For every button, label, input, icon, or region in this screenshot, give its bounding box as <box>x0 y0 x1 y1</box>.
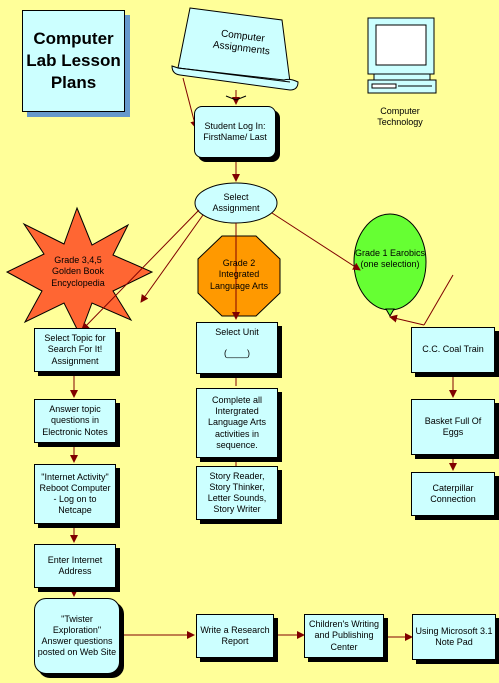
assignments-scroll-shape <box>171 7 299 91</box>
grade1-label[interactable]: Grade 1 Earobics (one selection) <box>354 247 426 269</box>
select-topic-box[interactable]: Select Topic for Search For It! Assignme… <box>34 328 116 372</box>
computer-icon <box>367 17 437 94</box>
student-login-box[interactable]: Student Log In: FirstName/ Last <box>194 106 276 158</box>
select-unit-box[interactable]: Select Unit (____) <box>196 322 278 374</box>
writing-center-box[interactable]: Children's Writing and Publishing Center <box>304 614 384 658</box>
unit-blank-field[interactable]: (____) <box>223 348 250 359</box>
answer-topic-box[interactable]: Answer topic questions in Electronic Not… <box>34 399 116 443</box>
note-pad-box[interactable]: Using Microsoft 3.1 Note Pad <box>412 614 496 660</box>
grade345-label[interactable]: Grade 3,4,5 Golden Book Encyclopedia <box>51 255 105 288</box>
basket-eggs-box[interactable]: Basket Full Of Eggs <box>411 399 495 455</box>
computer-technology-label: Computer Technology <box>377 105 423 127</box>
select-unit-label: Select Unit <box>215 327 259 337</box>
grade2-label[interactable]: Grade 2 Integrated Language Arts <box>209 258 269 291</box>
enter-address-box[interactable]: Enter Internet Address <box>34 544 116 588</box>
complete-activities-box[interactable]: Complete all Intergrated Language Arts a… <box>196 388 278 458</box>
research-report-box[interactable]: Write a Research Report <box>196 614 274 658</box>
select-assignment-label[interactable]: Select Assignment <box>212 191 260 213</box>
coal-train-box[interactable]: C.C. Coal Train <box>411 327 495 373</box>
caterpillar-connection-box[interactable]: Caterpillar Connection <box>411 472 495 516</box>
internet-activity-box[interactable]: "Internet Activity" Reboot Computer - Lo… <box>34 464 116 524</box>
grade2-octagon-shape <box>197 235 281 317</box>
story-programs-box[interactable]: Story Reader, Story Thinker, Letter Soun… <box>196 466 278 520</box>
page-title: Computer Lab Lesson Plans <box>22 10 125 112</box>
twister-exploration-box[interactable]: "Twister Exploration" Answer questions p… <box>34 598 120 674</box>
